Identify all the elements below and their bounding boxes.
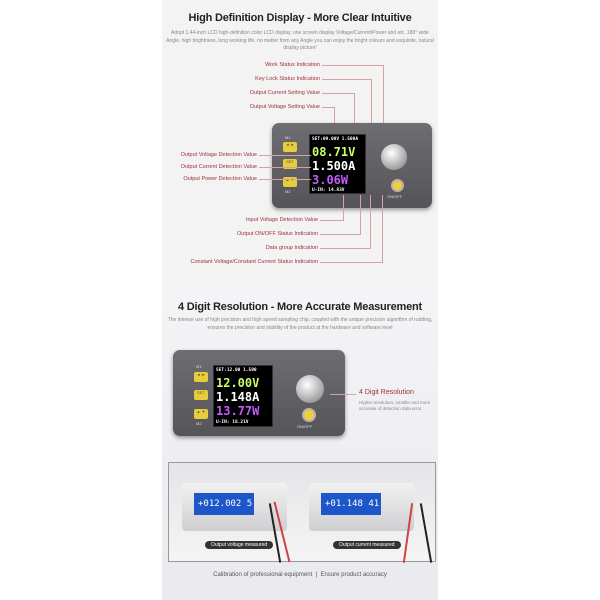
current-measured-label: Output current measured — [333, 541, 401, 549]
on-off-button[interactable] — [391, 179, 404, 192]
multimeter-photo: +012.002 5 +01.148 41 Output voltage mea… — [168, 462, 436, 563]
label-current-setting: Output Current Setting Value — [249, 90, 320, 96]
left-right-button[interactable]: ◄ ► — [283, 142, 297, 152]
label-current-detection: Output Current Detection Value — [180, 164, 257, 170]
voltage-measured-label: Output voltage measured — [205, 541, 274, 549]
label-input-voltage: Input Voltage Detection Value — [245, 217, 318, 223]
label-on-off-status: Output ON/OFF Status Indication — [236, 231, 318, 237]
section1-title: High Definition Display - More Clear Int… — [188, 12, 412, 24]
section2-title: 4 Digit Resolution - More Accurate Measu… — [177, 301, 423, 313]
label-key-lock: Key Lock Status Indication — [255, 76, 320, 82]
label-voltage-setting: Output Voltage Setting Value — [249, 104, 320, 110]
up-down-button[interactable]: ▲ ▼ — [194, 409, 208, 419]
calibration-caption: Calibration of professional equipment | … — [213, 572, 387, 578]
adjust-knob[interactable] — [296, 375, 324, 403]
left-right-button[interactable]: ◄ ► — [194, 372, 208, 382]
power-supply-device-2: M1 ◄ ► SET ▲ ▼ M2 SET:12.00 1.500 12.00V… — [173, 350, 345, 436]
on-off-button[interactable] — [302, 408, 316, 422]
set-button[interactable]: SET — [194, 390, 208, 400]
lcd-screen: SET:12.00 1.500 12.00V 1.148A 13.77W U-I… — [213, 365, 273, 427]
section2-desc: The intense use of high precision and hi… — [167, 317, 433, 331]
section1-desc: Adopt 1.44-inch LCD high-definition colo… — [166, 30, 434, 51]
lcd-screen: SET:09.00V 1.500A 08.71V 1.500A 3.06W U-… — [309, 134, 366, 194]
callout-title: 4 Digit Resolution — [359, 389, 414, 396]
power-supply-device: M1 ◄ ► SET ▲ ▼ M2 SET:09.00V 1.500A 08.7… — [272, 123, 432, 208]
adjust-knob[interactable] — [381, 144, 407, 170]
label-work-status: Work Status Indication — [265, 62, 320, 68]
set-button[interactable]: SET — [283, 159, 297, 169]
callout-text: Higher resolution, smaller and more accu… — [359, 400, 431, 411]
multimeter-current: +01.148 41 — [309, 483, 414, 531]
label-data-group: Data group Indication — [265, 245, 318, 251]
meter-reading: +01.148 41 — [321, 493, 381, 515]
meter-reading: +012.002 5 — [194, 493, 254, 515]
label-cv-cc-status: Constant Voltage/Constant Current Status… — [190, 259, 319, 265]
label-power-detection: Output Power Detection Value — [183, 176, 257, 182]
label-voltage-detection: Output Voltage Detection Value — [180, 152, 257, 158]
